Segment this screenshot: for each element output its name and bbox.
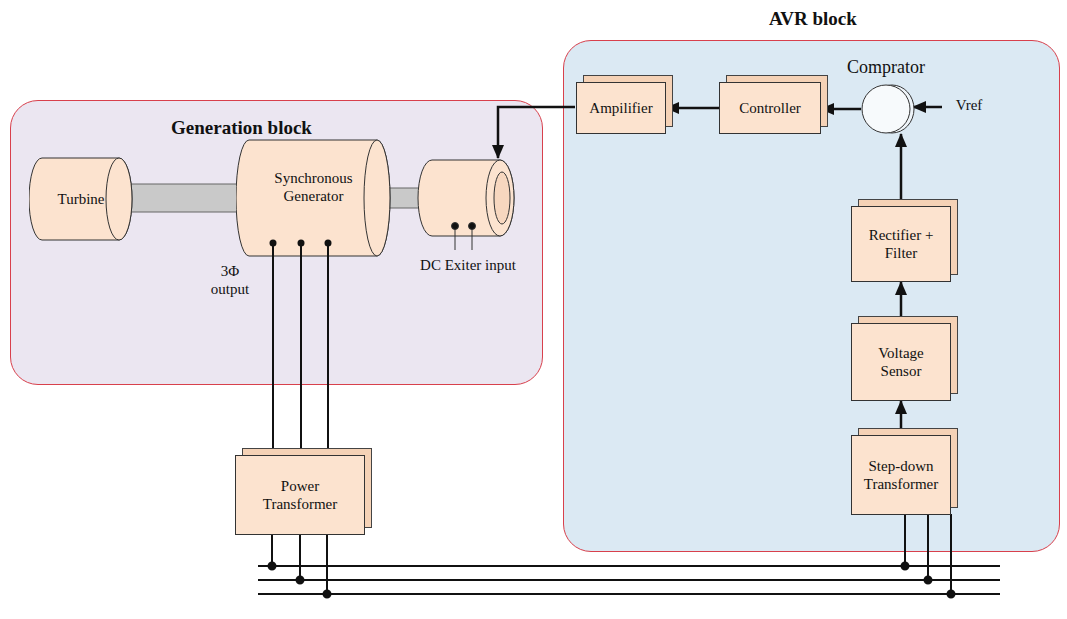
- power-transformer-box: Power Transformer: [235, 455, 365, 535]
- comparator-label: Comprator: [839, 57, 933, 79]
- signal-arrow: [900, 134, 903, 206]
- box-text: Ampilifier: [589, 99, 652, 117]
- box-text: Rectifier + Filter: [858, 226, 944, 262]
- box-text: Voltage Sensor: [858, 344, 944, 380]
- excitation-signal-line: [498, 107, 575, 158]
- box-label: Voltage Sensor: [858, 344, 944, 380]
- three-phase-bus: [258, 566, 1000, 594]
- avr-panel: AVR blockAmpilifierControllerCompratorRe…: [563, 40, 1060, 552]
- output-terminal: [298, 240, 305, 247]
- dc-exciter: [418, 160, 514, 250]
- box-text: Step-down Transformer: [858, 457, 944, 493]
- machine-label: Turbine: [58, 190, 105, 208]
- generation-panel: Generation blockTurbine Synchronous Gener…: [10, 100, 543, 385]
- reference-label: Vref: [944, 96, 994, 114]
- turbine-cylinder: Turbine: [29, 157, 133, 241]
- signal-arrow: [821, 108, 861, 111]
- cylinder-body: [236, 140, 390, 256]
- cylinder-end: [364, 140, 390, 256]
- cylinder-outline: [29, 158, 132, 240]
- panel-heading: AVR block: [769, 8, 857, 30]
- panel-heading: Generation block: [171, 117, 312, 139]
- comparator-circle: [861, 84, 911, 134]
- box-label: Ampilifier: [589, 99, 652, 117]
- output-terminal: [270, 240, 277, 247]
- box-label: Rectifier + Filter: [858, 226, 944, 262]
- machine-label: Synchronous Generator: [254, 169, 373, 205]
- reference-arrow: [913, 106, 942, 109]
- signal-arrow: [900, 401, 903, 435]
- transformer-bus-taps: [269, 514, 955, 598]
- rectifier-filter-box: Rectifier + Filter: [851, 206, 951, 282]
- signal-arrow: [900, 282, 903, 323]
- three-phase-line: [273, 257, 328, 455]
- box-label: Step-down Transformer: [858, 457, 944, 493]
- turbine-shaft: [128, 184, 243, 212]
- cylinder-body: [29, 158, 132, 240]
- box-text: Controller: [739, 99, 801, 117]
- junction-front: [862, 85, 910, 133]
- exciter-input-label: DC Exiter input: [420, 256, 516, 274]
- box-label: Controller: [739, 99, 801, 117]
- output-terminal: [325, 240, 332, 247]
- box-text: Power Transformer: [242, 477, 358, 513]
- generator-cylinder: Synchronous Generator: [236, 139, 391, 257]
- box-label: Power Transformer: [242, 477, 358, 513]
- cylinder-text: Turbine: [40, 190, 123, 208]
- phase-output-label: 3Φ output: [200, 262, 260, 298]
- comparator: Comprator: [839, 61, 933, 134]
- voltage-sensor-box: Voltage Sensor: [851, 323, 951, 401]
- signal-arrow: [666, 107, 719, 110]
- amplifier-box: Ampilifier: [576, 82, 666, 134]
- summing-junction: [861, 84, 911, 134]
- cylinder-text: Synchronous Generator: [236, 169, 391, 227]
- controller-box: Controller: [719, 82, 821, 134]
- step-down-transformer-box: Step-down Transformer: [851, 435, 951, 515]
- cylinder-outline: [236, 140, 390, 256]
- cylinder-end: [106, 158, 132, 240]
